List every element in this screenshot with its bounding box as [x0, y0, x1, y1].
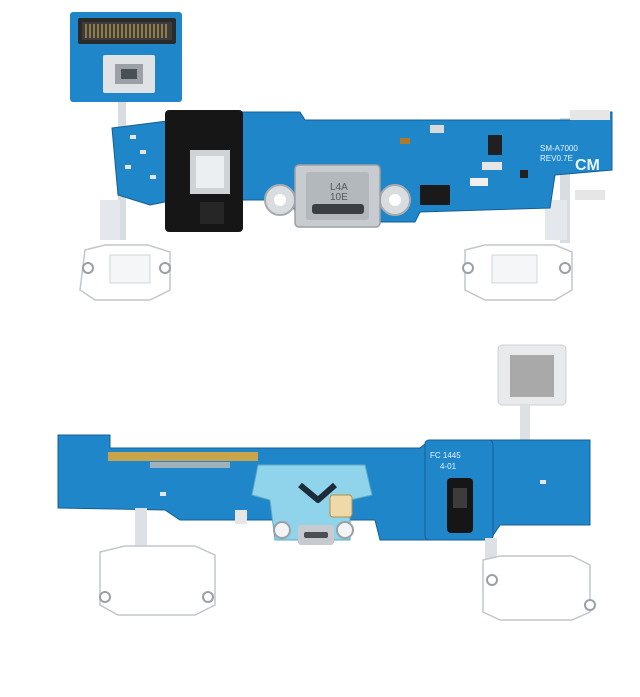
grey-mesh-pad: [510, 355, 554, 397]
right-flex-arm: [560, 118, 570, 243]
usb-port: L4A 10E: [264, 164, 411, 228]
bottom-flex-board: FC 1445 4-01: [57, 344, 596, 621]
gold-contacts: [108, 452, 258, 461]
revision-label: REV0.7E: [540, 154, 573, 163]
lot-label: 4-01: [440, 462, 457, 471]
port-marking-2: 10E: [330, 192, 348, 203]
bottom-usb-area: [251, 464, 373, 545]
bottom-left-pad: [99, 545, 216, 616]
smd-components: [125, 110, 610, 205]
cm-mark: CM: [575, 157, 600, 174]
model-label: SM-A7000: [540, 144, 578, 153]
bottom-right-pad: [482, 555, 596, 621]
port-marking-1: L4A: [330, 182, 348, 193]
usb-opening: [312, 204, 364, 214]
right-sensor-pad: [462, 244, 573, 301]
connector-tab: [70, 12, 182, 102]
fc-label: FC 1445: [430, 451, 461, 460]
top-flex-board: L4A 10E SM-A7000 REV0.7E CM: [70, 12, 613, 301]
left-sensor-pad: [79, 244, 171, 301]
